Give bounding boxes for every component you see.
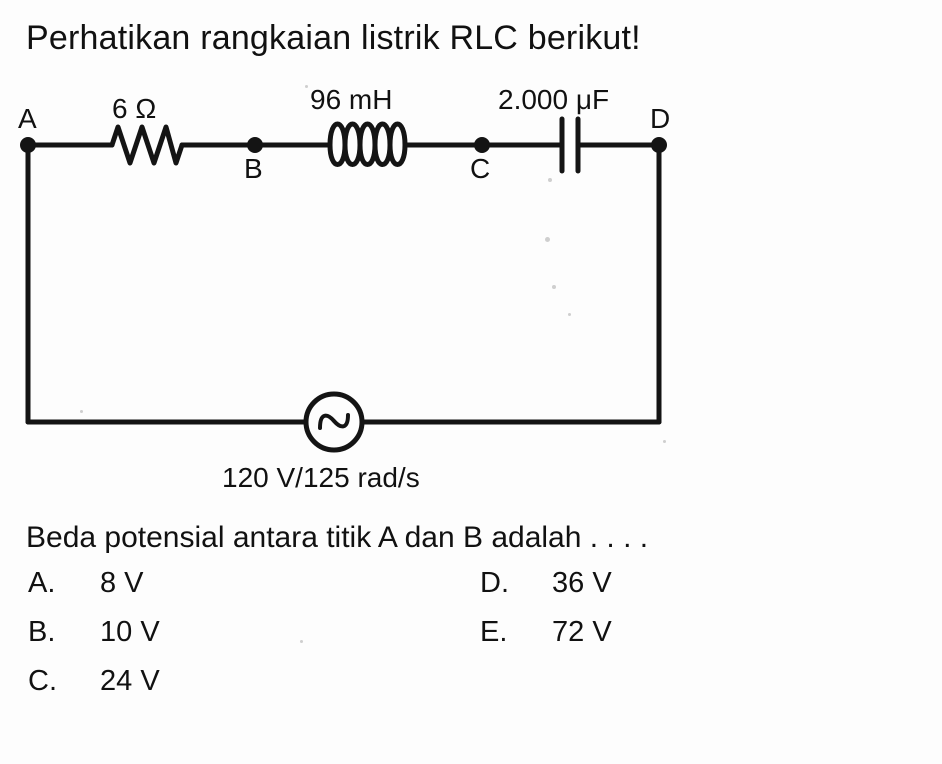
option-d-key: D. [480,567,509,599]
node-dot-c [474,137,490,153]
option-a[interactable]: A. 8 V [28,566,144,600]
inductor-symbol [323,121,408,167]
ac-source-label: 120 V/125 rad/s [222,462,420,493]
node-label-d: D [650,103,670,134]
resistor-symbol [109,124,185,166]
option-a-key: A. [28,567,56,599]
option-b-key: B. [28,616,56,648]
node-label-b: B [244,153,263,184]
ac-source-symbol [303,391,365,453]
option-b-value: 10 V [100,616,160,648]
option-b[interactable]: B. 10 V [28,615,160,649]
node-dot-a [20,137,36,153]
option-e-value: 72 V [552,616,612,648]
component-labels: 6 Ω 96 mH 2.000 μF 120 V/125 rad/s [112,84,609,493]
node-labels: A B C D [18,103,670,184]
page-title: Perhatikan rangkaian listrik RLC berikut… [26,19,641,57]
option-c[interactable]: C. 24 V [28,664,160,698]
node-dot-b [247,137,263,153]
circuit-nodes [20,137,667,153]
option-c-key: C. [28,665,57,697]
node-dot-d [651,137,667,153]
circuit-diagram: A B C D 6 Ω 96 mH 2.000 μF 120 V/125 rad… [0,75,942,495]
option-a-value: 8 V [100,567,144,599]
option-d-value: 36 V [552,567,612,599]
capacitor-label: 2.000 μF [498,84,609,115]
option-e[interactable]: E. 72 V [480,615,612,649]
inductor-label: 96 mH [310,84,392,115]
option-c-value: 24 V [100,665,160,697]
question-text: Beda potensial antara titik A dan B adal… [26,521,649,554]
option-d[interactable]: D. 36 V [480,566,612,600]
scan-speckle [300,640,303,643]
node-label-c: C [470,153,490,184]
option-e-key: E. [480,616,508,648]
sine-wave-icon [318,413,350,430]
resistor-label: 6 Ω [112,93,156,124]
circuit-wires [25,116,662,453]
node-label-a: A [18,103,37,134]
